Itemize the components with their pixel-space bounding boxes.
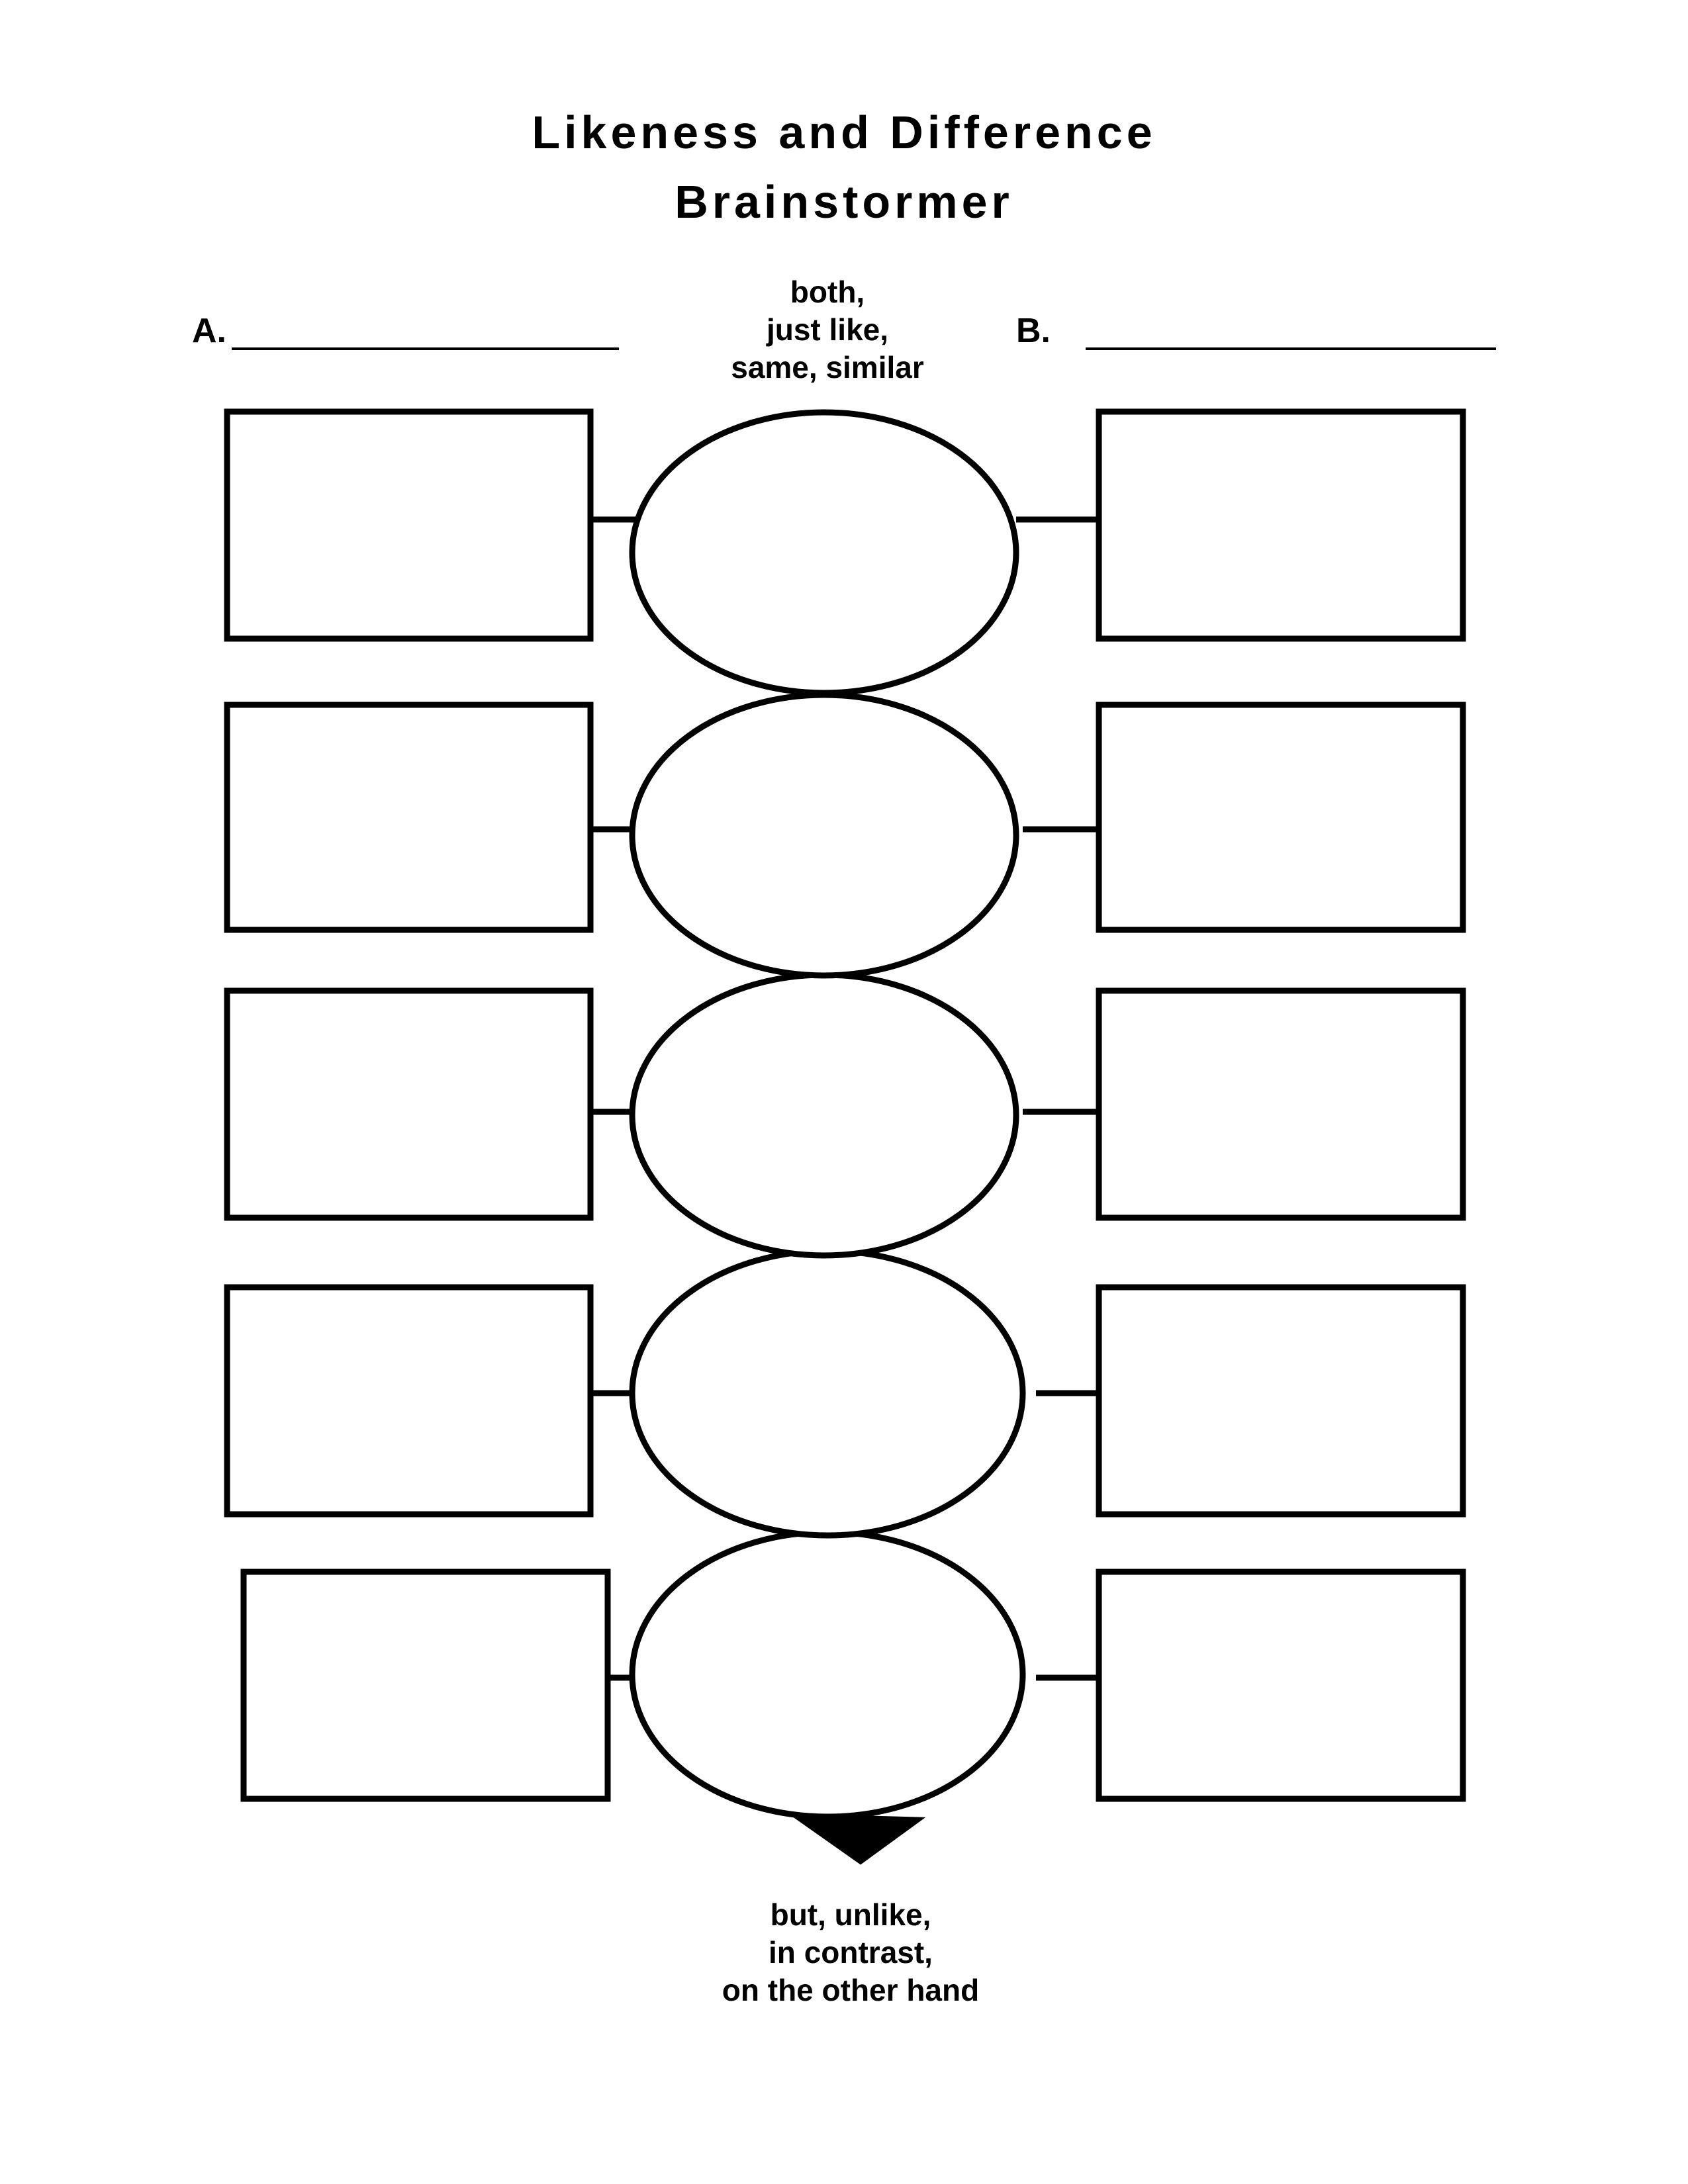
box-b-3[interactable] — [1096, 987, 1466, 1221]
box-a-2[interactable] — [224, 702, 594, 933]
blank-line-b[interactable] — [1086, 347, 1496, 350]
box-b-1[interactable] — [1096, 408, 1466, 642]
difference-word-2: in contrast, — [769, 1935, 933, 1970]
similarity-word-3: same, similar — [731, 350, 924, 385]
blank-line-a[interactable] — [232, 347, 619, 350]
page-title-line-1: Likeness and Difference — [532, 107, 1156, 158]
difference-word-3: on the other hand — [722, 1973, 980, 2007]
page-title-line-2: Brainstormer — [675, 176, 1013, 228]
oval-2[interactable] — [629, 692, 1019, 979]
box-a-1[interactable] — [224, 408, 594, 642]
box-a-3[interactable] — [224, 987, 594, 1221]
box-b-4[interactable] — [1096, 1284, 1466, 1518]
box-b-2[interactable] — [1096, 702, 1466, 933]
similarity-words: both, just like, same, similar — [596, 273, 1059, 387]
difference-words: but, unlike, in contrast, on the other h… — [619, 1896, 1082, 2009]
arrow-down-icon — [788, 1813, 926, 1865]
difference-word-1: but, unlike, — [770, 1897, 931, 1932]
box-a-5[interactable] — [240, 1569, 611, 1802]
box-b-5[interactable] — [1096, 1569, 1466, 1802]
oval-1[interactable] — [629, 409, 1019, 696]
label-a: A. — [192, 312, 226, 350]
oval-4[interactable] — [629, 1248, 1026, 1539]
oval-5[interactable] — [629, 1529, 1026, 1820]
label-b: B. — [1016, 312, 1051, 350]
similarity-word-1: both, — [790, 275, 865, 309]
oval-3[interactable] — [629, 972, 1019, 1259]
box-a-4[interactable] — [224, 1284, 594, 1518]
similarity-word-2: just like, — [766, 312, 889, 347]
